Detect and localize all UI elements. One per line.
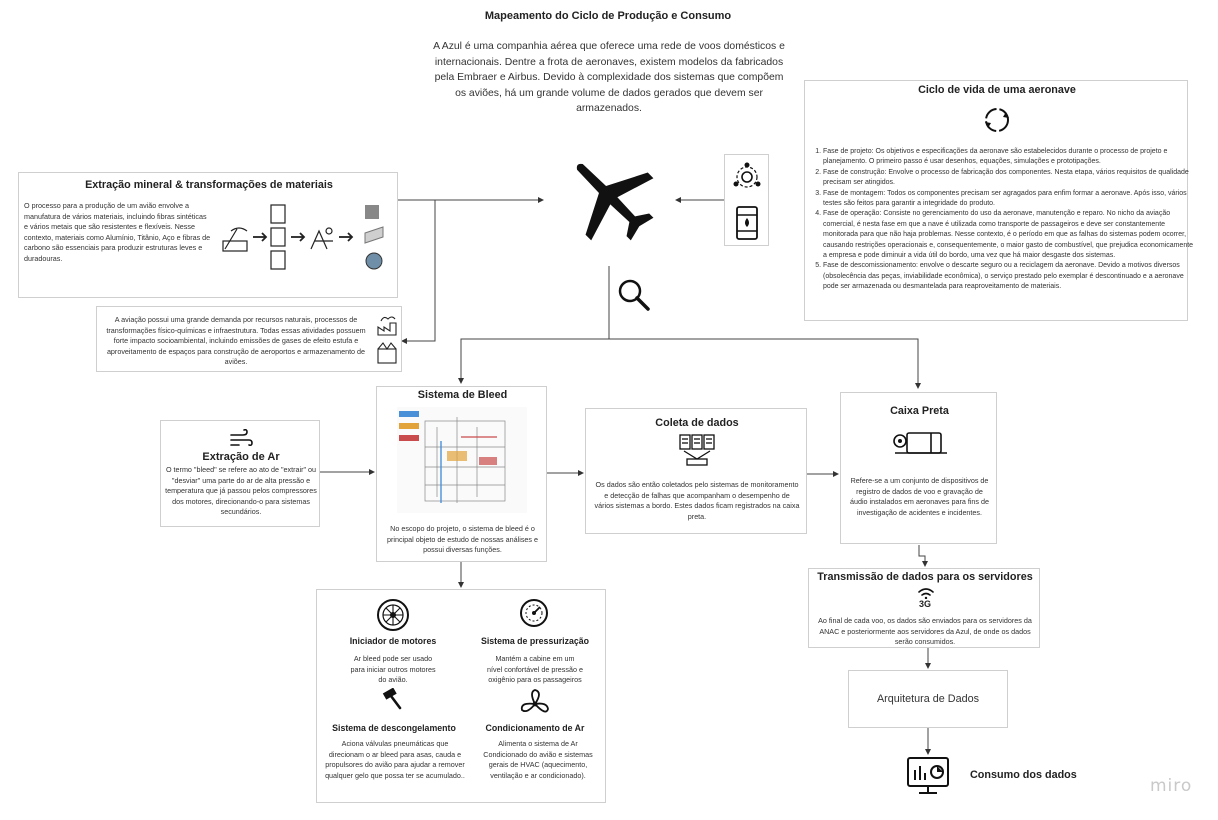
airplane-icon <box>576 163 654 241</box>
engine-starter-text: Ar bleed pode ser usado para iniciar out… <box>350 654 436 684</box>
bleed-system-card: Sistema de Bleed No escopo do projeto, o… <box>376 386 547 562</box>
data-architecture-box[interactable]: Arquitetura de Dados <box>848 670 1008 728</box>
gear-people-icon <box>733 162 761 188</box>
mineral-extraction-card: Extração mineral & transformações de mat… <box>18 172 398 298</box>
air-extraction-card: Extração de Ar O termo "bleed" se refere… <box>160 420 320 527</box>
data-consumption-label: Consumo dos dados <box>970 769 1077 781</box>
engine-starter-title: Iniciador de motores <box>349 636 437 646</box>
pressurization-text: Mantém a cabine em um nível confortável … <box>487 654 583 684</box>
lifecycle-step: Fase de operação: Consiste no gerenciame… <box>823 209 1197 261</box>
dashboard-monitor-icon <box>907 757 949 794</box>
bleed-system-text: No escopo do projeto, o sistema de bleed… <box>386 524 539 554</box>
black-box-title: Caixa Preta <box>890 405 949 417</box>
lifecycle-icons-panel <box>724 154 769 246</box>
flight-recorder-icon <box>893 432 947 454</box>
bleed-system-title: Sistema de Bleed <box>417 389 508 401</box>
miro-watermark: miro <box>1150 776 1193 796</box>
impact-card: A aviação possui uma grande demanda por … <box>96 306 402 372</box>
deicing-title: Sistema de descongelamento <box>332 723 456 733</box>
page-title: Mapeamento do Ciclo de Produção e Consum… <box>484 10 732 22</box>
lifecycle-step: Fase de construção: Envolve o processo d… <box>823 168 1197 189</box>
impact-text: A aviação possui uma grande demanda por … <box>106 315 366 366</box>
data-collection-title: Coleta de dados <box>655 417 739 429</box>
air-conditioning-text: Alimenta o sistema de Ar Condicionado do… <box>483 739 593 780</box>
pressure-gauge-icon <box>520 599 548 627</box>
wind-icon <box>230 429 253 447</box>
black-box-card: Caixa Preta Refere-se a um conjunto de d… <box>840 392 997 544</box>
oil-barrel-icon <box>736 206 758 240</box>
material-process-icons <box>222 204 384 270</box>
lifecycle-step: Fase de montagem: Todos os componentes p… <box>823 189 1197 210</box>
data-collection-text: Os dados são então coletados pelo sistem… <box>594 480 800 521</box>
pressurization-title: Sistema de pressurização <box>480 636 590 646</box>
turbine-icon <box>377 599 409 631</box>
data-transmission-text: Ao final de cada voo, os dados são envia… <box>818 616 1032 646</box>
deicing-text: Aciona válvulas pneumáticas que direcion… <box>325 739 465 780</box>
black-box-text: Refere-se a um conjunto de dispositivos … <box>849 476 990 517</box>
aircraft-lifecycle-title: Ciclo de vida de uma aeronave <box>918 84 1076 96</box>
lifecycle-step: Fase de descomissionamento: envolve o de… <box>823 261 1197 292</box>
factory-pollution-icon <box>377 316 397 364</box>
bleed-schematic-image <box>397 407 527 513</box>
air-extraction-text: O termo "bleed" se refere ao ato de "ext… <box>165 465 317 516</box>
lifecycle-steps: Fase de projeto: Os objetivos e especifi… <box>809 147 1197 293</box>
wifi-signal-icon <box>918 588 934 599</box>
fan-icon <box>520 689 549 713</box>
data-collection-card: Coleta de dados Os dados são então colet… <box>585 408 807 534</box>
air-extraction-title: Extração de Ar <box>202 451 280 463</box>
mineral-extraction-title: Extração mineral & transformações de mat… <box>85 179 333 191</box>
magnifier-icon <box>618 279 650 311</box>
lifecycle-step: Fase de projeto: Os objetivos e especifi… <box>823 147 1197 168</box>
aircraft-lifecycle-card: Ciclo de vida de uma aeronave Fase de pr… <box>804 80 1193 321</box>
air-conditioning-title: Condicionamento de Ar <box>485 723 585 733</box>
data-transmission-title: Transmissão de dados para os servidores <box>817 571 1033 583</box>
data-transmission-card: Transmissão de dados para os servidores … <box>808 568 1040 648</box>
hammer-icon <box>382 688 402 710</box>
documents-icon <box>679 434 715 466</box>
network-badge: 3G <box>918 599 931 609</box>
cycle-icon <box>985 108 1009 132</box>
mineral-extraction-text: O processo para a produção de um avião e… <box>24 201 211 263</box>
intro-text: A Azul é uma companhia aérea que oferece… <box>433 41 785 114</box>
bleed-functions-card: Iniciador de motores Ar bleed pode ser u… <box>316 589 606 803</box>
